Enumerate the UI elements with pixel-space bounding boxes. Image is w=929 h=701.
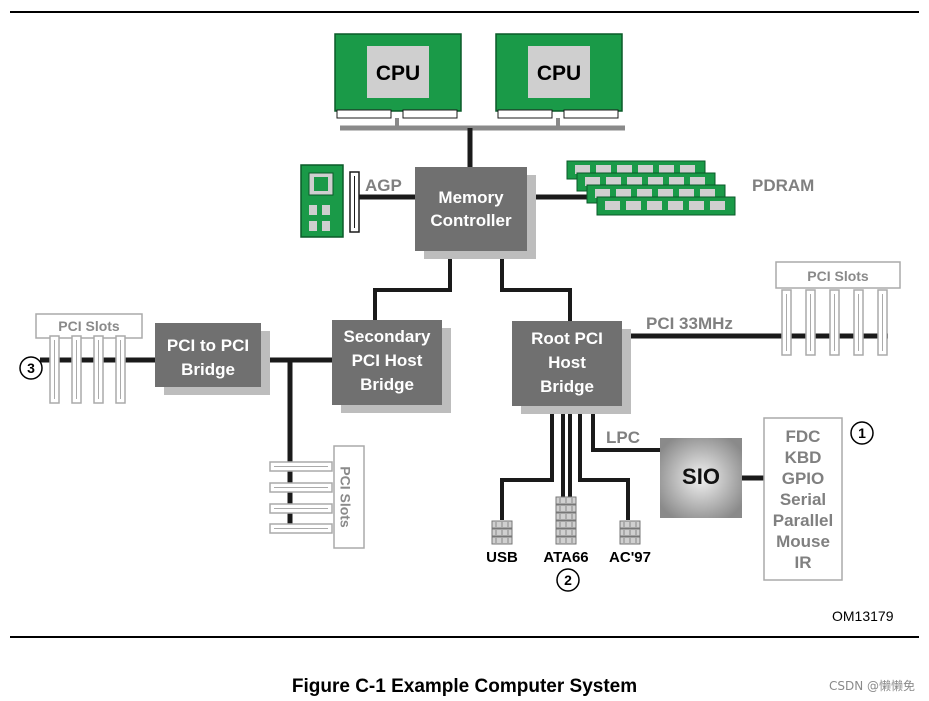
secondary-bridge-line1: Secondary bbox=[344, 327, 431, 346]
cpu-1-label: CPU bbox=[376, 62, 420, 85]
lpc-label: LPC bbox=[606, 428, 640, 447]
sio-device-kbd: KBD bbox=[785, 448, 822, 467]
pci-to-pci-bridge: PCI to PCI Bridge bbox=[155, 323, 270, 395]
callout-1: 1 bbox=[850, 421, 874, 445]
memory-controller-line2: Controller bbox=[430, 211, 512, 230]
sio-devices-box: FDC KBD GPIO Serial Parallel Mouse IR bbox=[763, 417, 843, 581]
figure-id: OM13179 bbox=[832, 608, 894, 624]
figure-caption: Figure C-1 Example Computer System bbox=[291, 676, 638, 697]
usb-label: USB bbox=[486, 549, 518, 566]
usb-connector bbox=[491, 520, 513, 545]
pci-slot bbox=[269, 482, 333, 493]
agp-label: AGP bbox=[365, 176, 402, 195]
root-bridge-line2: Host bbox=[548, 353, 586, 372]
root-pci-host-bridge: Root PCI Host Bridge bbox=[512, 321, 631, 414]
pci-slot bbox=[93, 335, 104, 404]
root-bridge-line1: Root PCI bbox=[531, 329, 603, 348]
cpu-module-2: CPU bbox=[495, 33, 623, 119]
pci-slots-bottom-label: PCI Slots bbox=[337, 466, 353, 528]
callout-2: 2 bbox=[556, 568, 580, 592]
sio-device-ir: IR bbox=[795, 553, 812, 572]
pci-slots-bottom: PCI Slots bbox=[269, 445, 365, 549]
pci-slot bbox=[829, 289, 840, 356]
ata66-label: ATA66 bbox=[543, 549, 588, 566]
cpu-module-1: CPU bbox=[334, 33, 462, 119]
cpu-2-label: CPU bbox=[537, 62, 581, 85]
sio-device-serial: Serial bbox=[780, 490, 826, 509]
pci-slot bbox=[71, 335, 82, 404]
pci-slot bbox=[49, 335, 60, 404]
pci-slot bbox=[805, 289, 816, 356]
pci-bridge-line1: PCI to PCI bbox=[167, 336, 249, 355]
callout-2-text: 2 bbox=[564, 572, 572, 588]
pci-slot bbox=[115, 335, 126, 404]
pci-slot bbox=[269, 523, 333, 534]
callout-3-text: 3 bbox=[27, 360, 35, 376]
ata66-connector bbox=[555, 496, 577, 545]
agp-card bbox=[300, 164, 360, 238]
memory-controller-line1: Memory bbox=[438, 188, 504, 207]
sio-device-mouse: Mouse bbox=[776, 532, 830, 551]
pci-bridge-line2: Bridge bbox=[181, 360, 235, 379]
callout-1-text: 1 bbox=[858, 425, 866, 441]
memory-controller: Memory Controller bbox=[415, 167, 536, 259]
sio-device-gpio: GPIO bbox=[782, 469, 825, 488]
sio-chip: SIO bbox=[660, 438, 742, 518]
sio-label: SIO bbox=[682, 464, 720, 489]
pci-slots-right: PCI Slots bbox=[775, 261, 901, 356]
pdram-module bbox=[596, 196, 736, 216]
pdram-modules bbox=[566, 160, 736, 216]
pci-slot bbox=[781, 289, 792, 356]
pci-slots-right-label: PCI Slots bbox=[807, 268, 869, 284]
pci-slot bbox=[853, 289, 864, 356]
secondary-bridge-line2: PCI Host bbox=[352, 351, 423, 370]
sio-device-parallel: Parallel bbox=[773, 511, 834, 530]
callout-3: 3 bbox=[19, 356, 43, 380]
pci-slots-left: PCI Slots bbox=[35, 313, 143, 404]
pci-slot bbox=[877, 289, 888, 356]
secondary-bridge-line3: Bridge bbox=[360, 375, 414, 394]
secondary-pci-host-bridge: Secondary PCI Host Bridge bbox=[332, 320, 451, 413]
pci-slots-left-label: PCI Slots bbox=[58, 318, 120, 334]
watermark: CSDN @懒懒免 bbox=[828, 679, 915, 693]
pci-slot bbox=[269, 503, 333, 514]
connectors bbox=[491, 496, 641, 545]
pci-slot bbox=[269, 461, 333, 472]
sio-device-fdc: FDC bbox=[786, 427, 821, 446]
pci-bus-label: PCI 33MHz bbox=[646, 314, 733, 333]
pdram-label: PDRAM bbox=[752, 176, 814, 195]
ac97-label: AC'97 bbox=[609, 549, 651, 566]
ac97-connector bbox=[619, 520, 641, 545]
root-bridge-line3: Bridge bbox=[540, 377, 594, 396]
